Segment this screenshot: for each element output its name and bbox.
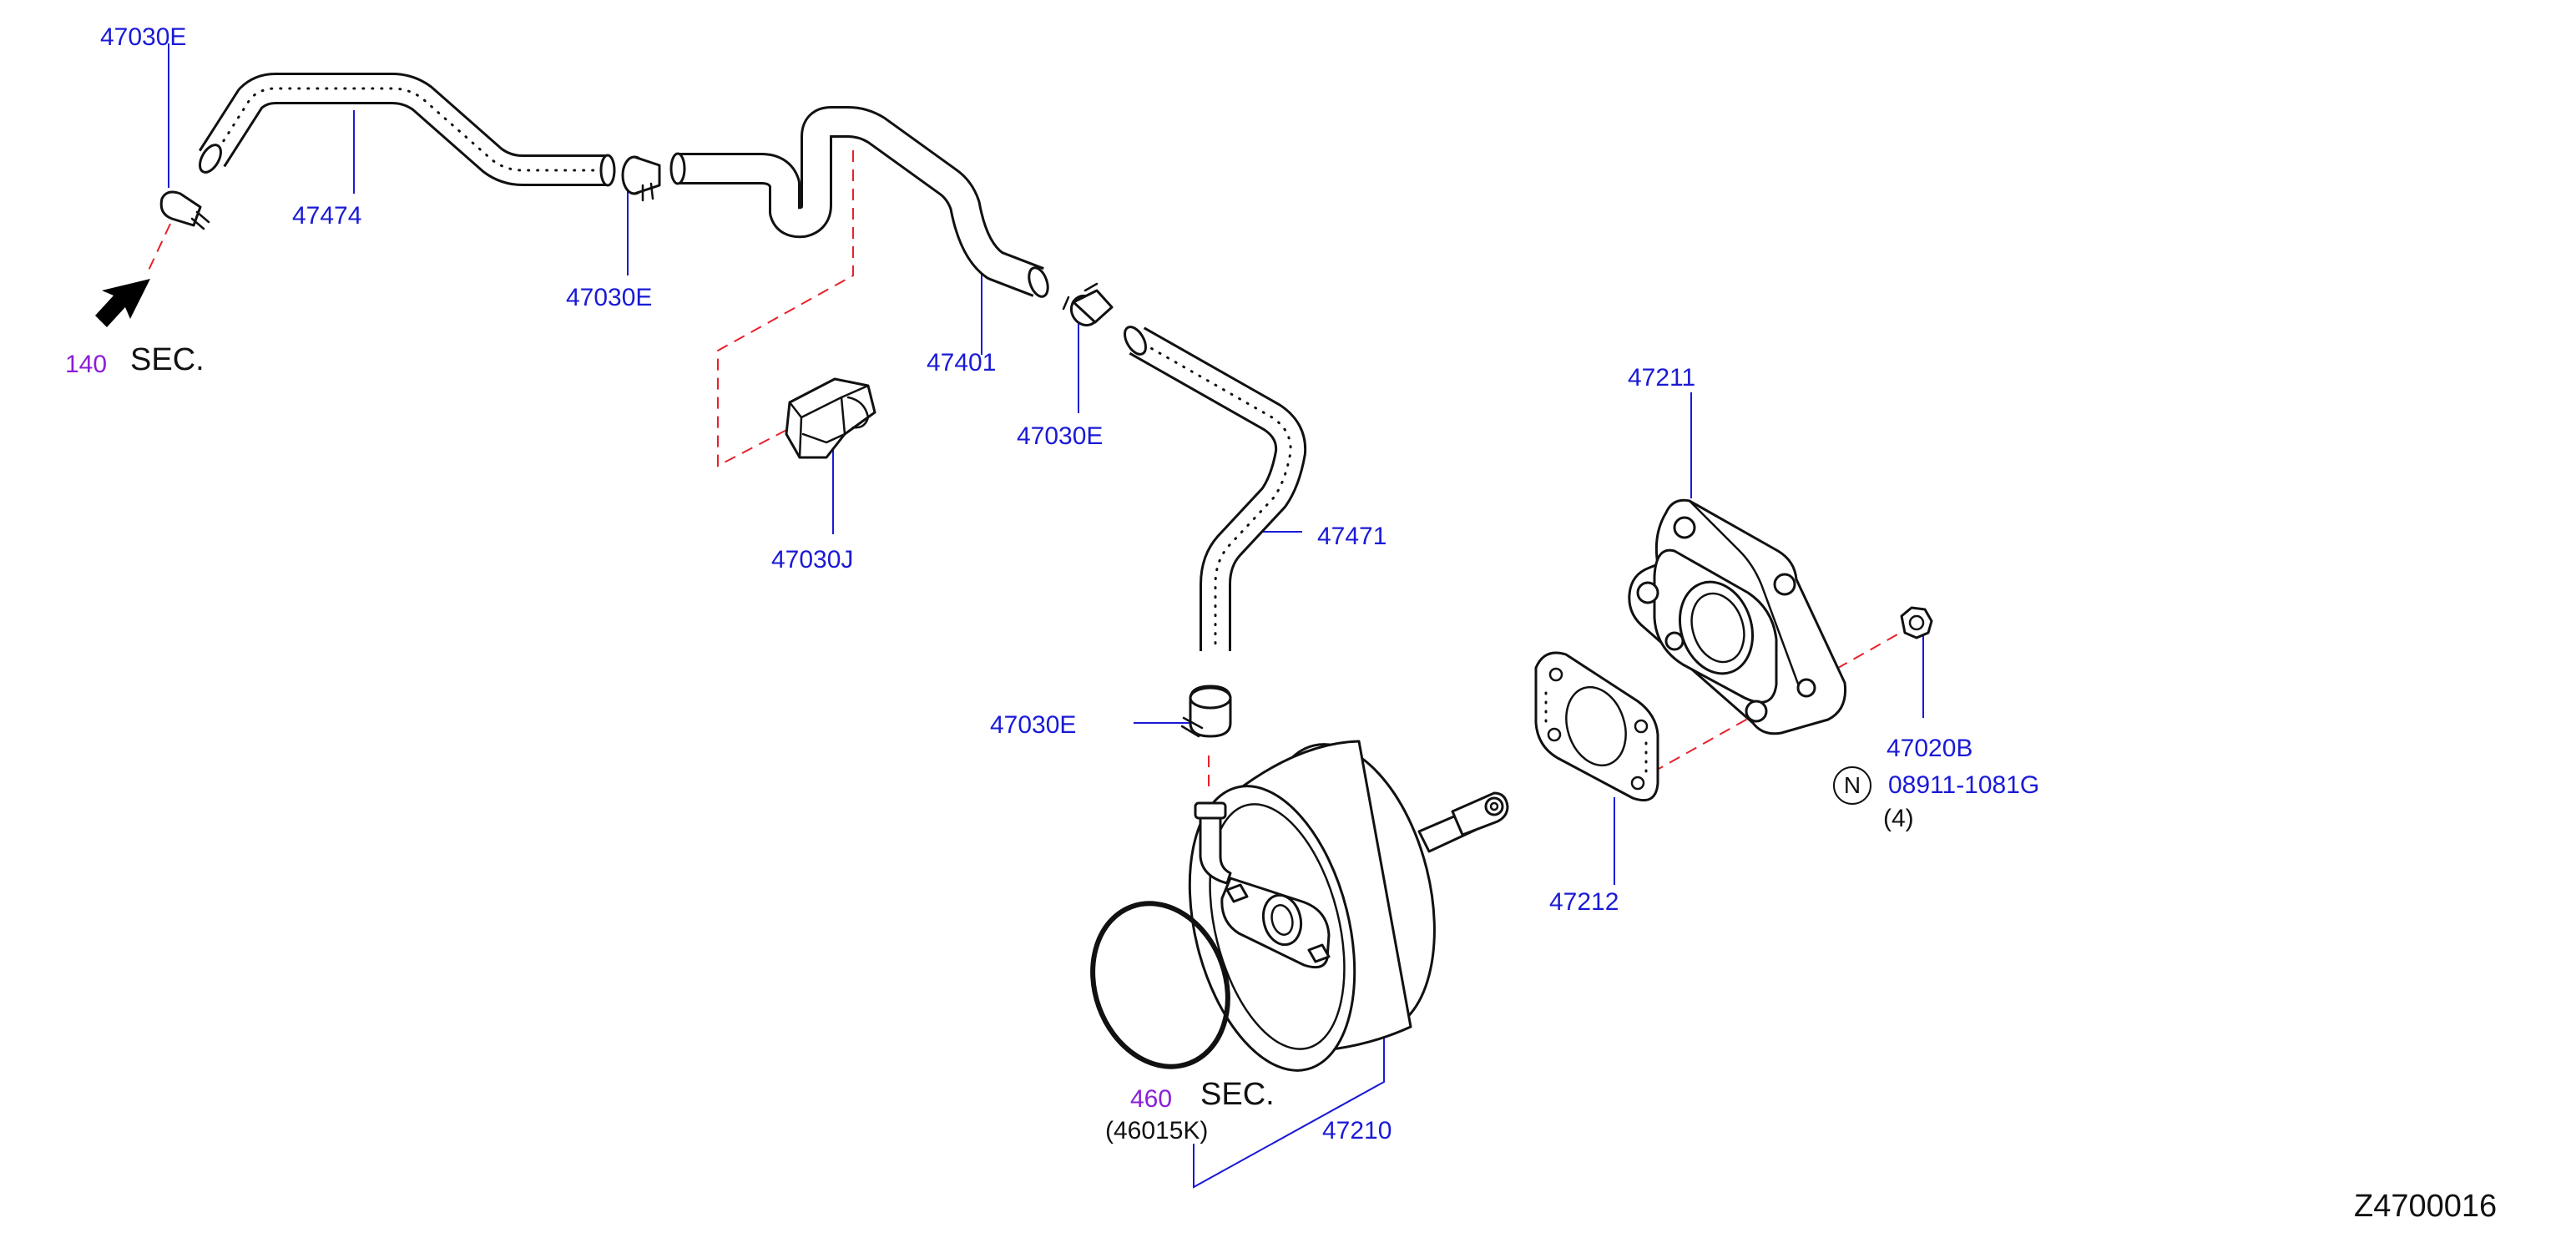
diagram-id: Z4700016 [2354,1189,2498,1224]
clamp-47030E-c [1062,282,1114,327]
label-47030E-d: 47030E [990,711,1077,739]
brake-booster-47210 [1188,740,1509,1072]
label-quantity-4: (4) [1883,805,1914,832]
label-47030J: 47030J [771,546,854,573]
label-46015K: (46015K) [1105,1117,1209,1144]
label-47471: 47471 [1317,523,1387,550]
clamp-47030E-a [159,190,210,230]
label-47030E-a: 47030E [100,23,187,51]
arrow-down-left-icon [95,279,150,327]
label-47030E-b: 47030E [566,284,653,311]
label-47474: 47474 [292,202,362,230]
section-140-number[interactable]: 140 [65,351,108,378]
label-47030E-c: 47030E [1017,422,1104,450]
hose-47474 [198,73,616,187]
nut-47020B [1900,606,1933,639]
hose-47471 [1124,326,1307,651]
gasket-47212 [1534,651,1659,802]
clip-47030J [785,377,876,459]
label-47401: 47401 [927,349,997,376]
section-460-number[interactable]: 460 [1130,1085,1173,1113]
o-ring-46015K [1090,901,1230,1069]
label-08911-1081G: 08911-1081G [1888,771,2040,799]
clamp-47030E-b [621,155,661,202]
label-47210: 47210 [1322,1117,1392,1144]
spacer-47211 [1628,498,1847,735]
n-symbol: N [1833,766,1871,805]
label-47020B: 47020B [1887,735,1973,762]
section-460-text: SEC. [1200,1077,1275,1112]
clamp-47030E-d [1180,685,1232,738]
hose-47401 [669,106,1049,298]
section-140-text: SEC. [130,342,205,377]
label-47212: 47212 [1549,888,1619,916]
guide-lines [146,150,1906,793]
label-47211: 47211 [1628,364,1696,392]
